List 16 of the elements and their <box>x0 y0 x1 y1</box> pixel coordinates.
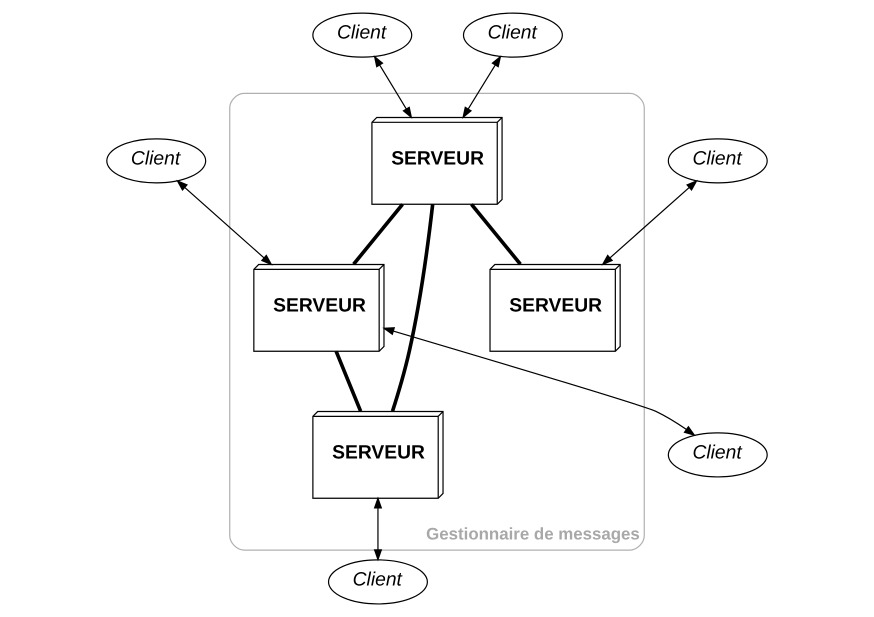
node-ellipse: Client <box>668 432 768 478</box>
arrow <box>374 496 382 562</box>
connector <box>470 203 522 266</box>
connector <box>334 350 362 412</box>
node-ellipse: Client <box>106 138 206 184</box>
node-ellipse: Client <box>668 138 768 184</box>
arrow <box>176 180 273 266</box>
node-ellipse: Client <box>328 559 428 605</box>
arrow <box>374 55 412 119</box>
node-ellipse: Client <box>462 12 563 58</box>
connector <box>352 203 404 266</box>
arrow <box>382 327 696 436</box>
arrow <box>601 180 698 266</box>
node-ellipse: Client <box>312 12 412 58</box>
arrow <box>462 55 502 119</box>
connector <box>390 204 434 412</box>
